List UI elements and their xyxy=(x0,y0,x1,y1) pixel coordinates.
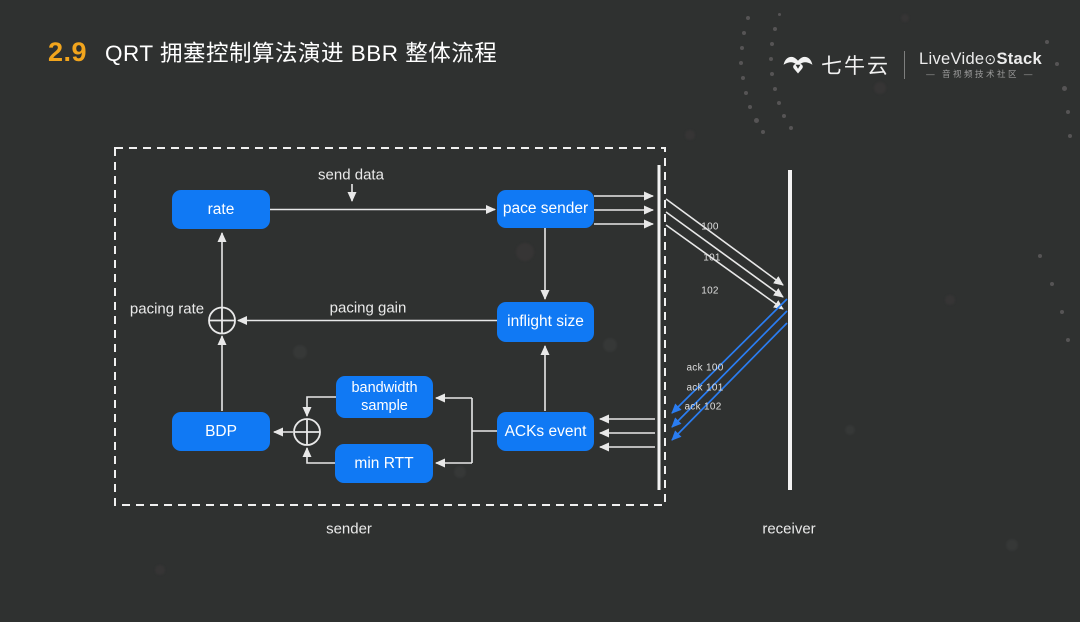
label-pacing-rate: pacing rate xyxy=(129,300,205,318)
node-acks-event-label: ACKs event xyxy=(504,422,587,440)
node-min-rtt: min RTT xyxy=(335,444,433,483)
edge-minrtt-to-sum2 xyxy=(302,447,335,464)
label-pacing-gain: pacing gain xyxy=(329,299,407,317)
sum-cross-bdp xyxy=(294,419,320,445)
sum-circle-bdp xyxy=(293,418,321,446)
page-title: QRT 拥塞控制算法演进 BBR 整体流程 xyxy=(105,41,498,66)
packet-arrow-101 xyxy=(665,211,784,298)
node-bandwidth-sample: bandwidth sample xyxy=(336,376,433,418)
node-inflight-size: inflight size xyxy=(497,302,594,342)
node-acks-event: ACKs event xyxy=(497,412,594,451)
node-bdp: BDP xyxy=(172,412,270,451)
node-pace-sender: pace sender xyxy=(497,190,594,228)
packet-arrow-102 xyxy=(665,224,784,310)
node-bandwidth-sample-line2: sample xyxy=(361,398,408,414)
livevideostack-logo: LiveVide⊙Stack — 音视频技术社区 — xyxy=(919,50,1042,79)
livevideostack-subtitle: — 音视频技术社区 — xyxy=(926,69,1035,80)
logo-area: 七牛云 LiveVide⊙Stack — 音视频技术社区 — xyxy=(782,50,1042,80)
ack-arrow-101 xyxy=(671,310,788,428)
label-ack-102: ack 102 xyxy=(684,401,722,413)
lvs-bold: Stack xyxy=(996,50,1042,69)
qiniu-logo-text: 七牛云 xyxy=(821,55,890,78)
label-packet-102: 102 xyxy=(701,285,719,297)
node-inflight-size-label: inflight size xyxy=(507,313,584,331)
sum-cross-pacing xyxy=(209,308,235,333)
logo-separator xyxy=(904,51,905,79)
node-pace-sender-label: pace sender xyxy=(502,200,589,218)
node-min-rtt-label: min RTT xyxy=(354,454,414,472)
label-receiver: receiver xyxy=(762,520,816,538)
sum-junctions xyxy=(208,306,321,446)
lvs-pre: LiveVide xyxy=(919,50,985,69)
qiniu-bull-icon xyxy=(783,56,813,73)
label-sender: sender xyxy=(326,520,372,538)
ack-arrow-102 xyxy=(671,322,788,441)
label-packet-100: 100 xyxy=(701,221,719,233)
label-packet-101: 101 xyxy=(703,252,721,264)
play-dot-icon: ⊙ xyxy=(984,51,997,68)
ack-arrow-100 xyxy=(671,298,788,414)
ack-arrows xyxy=(671,298,788,441)
flow-edges xyxy=(217,184,784,468)
packet-arrow-100 xyxy=(665,198,784,286)
node-rate-label: rate xyxy=(207,200,235,218)
sender-dashed-box xyxy=(114,147,666,506)
node-bdp-label: BDP xyxy=(205,422,237,440)
label-send-data: send data xyxy=(318,166,384,184)
node-bandwidth-sample-line1: bandwidth xyxy=(351,379,418,396)
label-ack-101: ack 101 xyxy=(686,382,724,394)
edge-acks-split-bracket xyxy=(471,398,497,463)
livevideostack-logo-text: LiveVide⊙Stack xyxy=(919,50,1042,68)
label-ack-100: ack 100 xyxy=(686,362,724,374)
section-number: 2.9 xyxy=(48,37,88,67)
header: 2.9 QRT 拥塞控制算法演进 BBR 整体流程 xyxy=(48,36,497,68)
edge-bwsample-to-sum2 xyxy=(302,396,336,417)
node-rate: rate xyxy=(172,190,270,229)
sum-circle-pacing xyxy=(208,306,236,335)
qiniu-logo: 七牛云 xyxy=(782,50,890,80)
